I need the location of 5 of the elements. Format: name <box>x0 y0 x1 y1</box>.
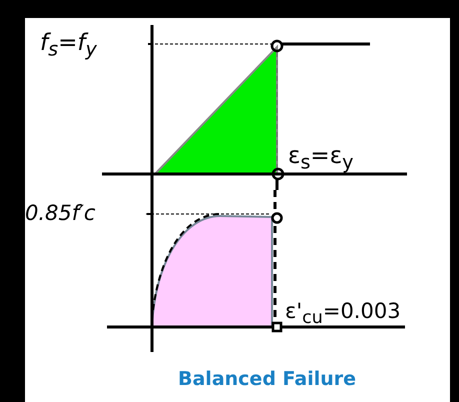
stress-label: f$_{s}$=f$_{y}$ <box>40 32 97 59</box>
stress-label: 0.85f′c <box>25 203 96 224</box>
diagram-title: Balanced Failure <box>178 368 356 390</box>
strain-label: ε'$_{cu}$=0.003 <box>285 301 401 328</box>
strain-label: ε$_{s}$=ε$_{y}$ <box>288 145 354 172</box>
